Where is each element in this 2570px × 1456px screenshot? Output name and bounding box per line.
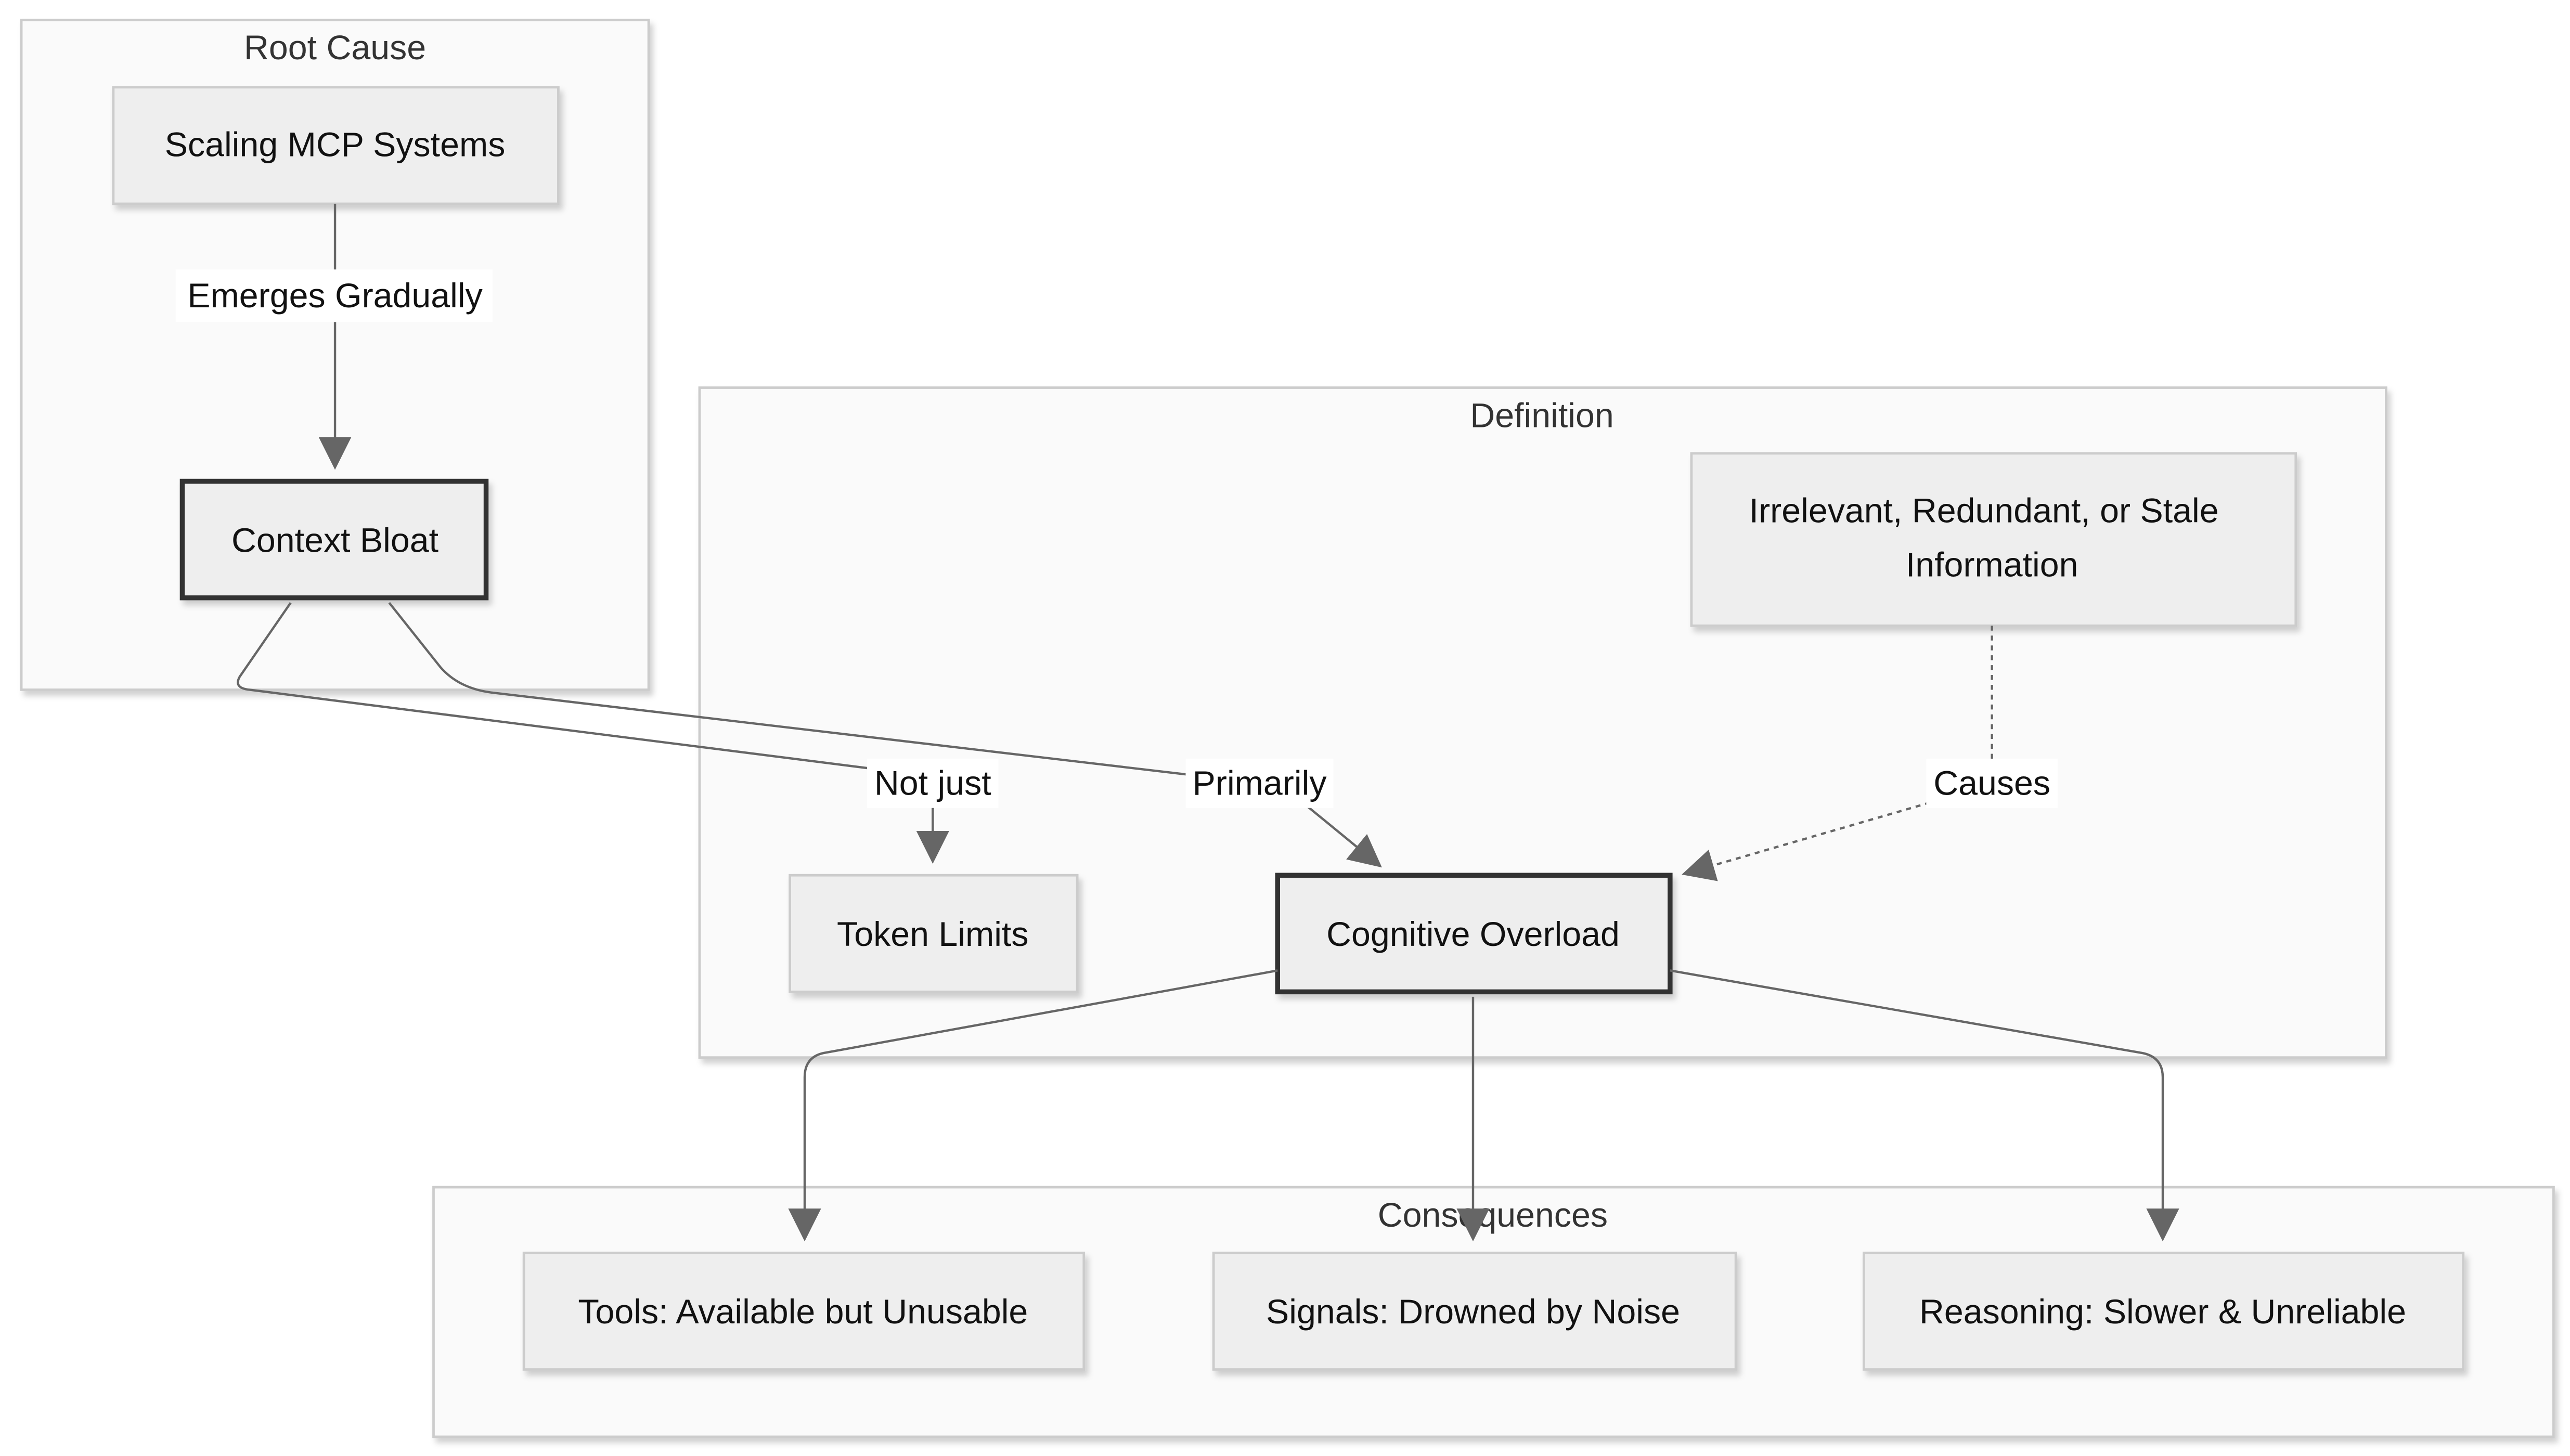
node-context-bloat-box [179, 478, 489, 601]
group-consequences-title: Consequences [1378, 1196, 1608, 1234]
edge-label-causes: Causes [1926, 759, 2058, 808]
node-cognitive-overload[interactable]: Cognitive Overload [1275, 873, 1673, 995]
edge-label-causes-bg [1926, 759, 2058, 808]
node-tools-box [522, 1252, 1086, 1371]
node-tools-label: Tools: Available but Unusable [578, 1293, 1028, 1331]
edge-label-not-just-text: Not just [874, 764, 991, 803]
edge-label-primarily: Primarily [1185, 759, 1334, 808]
node-token-limits-label: Token Limits [837, 915, 1028, 954]
node-cognitive-overload-box [1275, 873, 1673, 995]
node-irrelevant-information[interactable]: Irrelevant, Redundant, or Stale Informat… [1690, 452, 2297, 627]
node-reasoning-box [1863, 1252, 2465, 1371]
edge-label-emerges-text: Emerges Gradually [187, 277, 483, 315]
group-root-cause-title: Root Cause [244, 29, 426, 67]
edge-cognitive-overload-to-tools [788, 969, 1278, 1242]
edge-label-primarily-text: Primarily [1193, 764, 1327, 803]
node-context-bloat-label: Context Bloat [231, 521, 438, 560]
node-signals[interactable]: Signals: Drowned by Noise [1212, 1252, 1737, 1371]
group-definition-title: Definition [1470, 396, 1613, 435]
edge-label-primarily-bg [1185, 759, 1334, 808]
node-cognitive-overload-label: Cognitive Overload [1326, 915, 1620, 954]
edge-label-emerges-bg [175, 269, 493, 322]
node-irrelevant-box [1690, 452, 2297, 627]
edge-label-not-just: Not just [867, 759, 999, 808]
edge-cognitive-overload-to-reasoning [1670, 969, 2179, 1242]
node-scaling-mcp-systems[interactable]: Scaling MCP Systems [112, 86, 560, 205]
node-token-limits[interactable]: Token Limits [789, 874, 1079, 993]
node-signals-box [1212, 1252, 1737, 1371]
node-signals-label: Signals: Drowned by Noise [1266, 1293, 1680, 1331]
edge-label-not-just-bg [867, 759, 999, 808]
node-tools[interactable]: Tools: Available but Unusable [522, 1252, 1086, 1371]
node-scaling-label: Scaling MCP Systems [165, 125, 506, 164]
node-irrelevant-line-1: Irrelevant, Redundant, or Stale [1749, 491, 2219, 530]
node-reasoning-label: Reasoning: Slower & Unreliable [1919, 1293, 2406, 1331]
node-irrelevant-label: Irrelevant, Redundant, or Stale Informat… [1749, 491, 2228, 584]
node-context-bloat[interactable]: Context Bloat [179, 478, 489, 601]
node-token-limits-box [789, 874, 1079, 993]
edge-label-causes-text: Causes [1933, 764, 2050, 803]
edge-label-emerges: Emerges Gradually [175, 269, 493, 322]
node-reasoning[interactable]: Reasoning: Slower & Unreliable [1863, 1252, 2465, 1371]
node-irrelevant-line-2: Information [1906, 546, 2078, 584]
